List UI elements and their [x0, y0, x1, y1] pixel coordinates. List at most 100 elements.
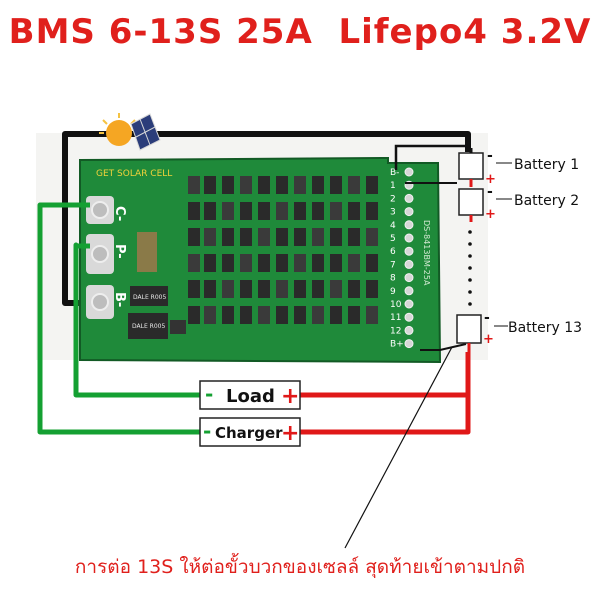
pad-label-c-minus: C-	[112, 206, 127, 221]
mosfet-chip	[276, 280, 288, 298]
battery-13-plus: +	[483, 332, 494, 347]
mosfet-chip	[348, 254, 360, 272]
mosfet-chip	[258, 228, 270, 246]
header-pin	[404, 312, 414, 322]
battery-2-label: Battery 2	[514, 193, 579, 209]
mosfet-chip	[294, 280, 306, 298]
load-connector: - Load +	[199, 380, 301, 410]
header-pin	[404, 207, 414, 217]
pad-label-b-minus: B-	[112, 292, 127, 307]
mosfet-chip	[188, 176, 200, 194]
mosfet-array	[188, 176, 378, 324]
mosfet-chip	[330, 228, 342, 246]
ellipsis-dot	[468, 278, 472, 282]
charger-label: Charger	[215, 424, 283, 442]
battery-13-minus: -	[484, 310, 490, 326]
header-pin-label: 7	[390, 260, 396, 270]
mosfet-chip	[366, 202, 378, 220]
header-pin-label: 12	[390, 326, 401, 336]
mosfet-chip	[366, 254, 378, 272]
sun-icon	[99, 113, 136, 146]
mosfet-chip	[330, 202, 342, 220]
header-pin	[404, 167, 414, 177]
header-pin	[404, 325, 414, 335]
ellipsis-dot	[468, 266, 472, 270]
header-pin-label: 3	[390, 208, 396, 218]
mosfet-chip	[276, 306, 288, 324]
mosfet-chip	[276, 254, 288, 272]
mosfet-chip	[366, 306, 378, 324]
small-chip	[170, 320, 186, 334]
pad-b-minus	[86, 285, 114, 319]
mosfet-chip	[366, 176, 378, 194]
header-pin	[404, 220, 414, 230]
mosfet-chip	[312, 254, 324, 272]
shunt-resistor-1: DALE R005	[130, 286, 168, 306]
solar-panel-icon	[130, 113, 161, 151]
mosfet-chip	[276, 202, 288, 220]
mosfet-chip	[276, 176, 288, 194]
brand-label: GET SOLAR CELL	[96, 169, 172, 179]
mosfet-chip	[294, 254, 306, 272]
ellipsis-dot	[468, 302, 472, 306]
mosfet-chip	[240, 306, 252, 324]
ellipsis-dot	[468, 242, 472, 246]
battery-1-label: Battery 1	[514, 157, 579, 173]
charger-plus-sign: +	[281, 421, 299, 446]
battery-1: - + Battery 1	[458, 148, 579, 187]
header-pin-label: 10	[390, 300, 402, 310]
ellipsis-dot	[468, 254, 472, 258]
mosfet-chip	[258, 202, 270, 220]
mosfet-chip	[222, 280, 234, 298]
annotation-pointer-line	[344, 346, 453, 549]
pad-c-minus	[86, 196, 114, 224]
pad-p-minus	[86, 234, 114, 274]
header-pin-label: 9	[390, 287, 396, 297]
mosfet-chip	[348, 306, 360, 324]
mosfet-chip	[294, 228, 306, 246]
mosfet-chip	[240, 280, 252, 298]
load-minus-sign: -	[205, 382, 213, 406]
mosfet-chip	[204, 176, 216, 194]
mosfet-chip	[258, 176, 270, 194]
header-pin-label: 8	[390, 274, 396, 284]
mosfet-chip	[240, 202, 252, 220]
mosfet-chip	[204, 254, 216, 272]
shunt-label-2: DALE R005	[132, 323, 165, 330]
header-pin-label: 4	[390, 221, 396, 231]
header-pin-label: 1	[390, 181, 396, 191]
shunt-resistor-2: DALE R005	[128, 313, 168, 339]
mosfet-chip	[188, 280, 200, 298]
mosfet-chip	[258, 280, 270, 298]
mosfet-chip	[240, 228, 252, 246]
header-pin	[404, 273, 414, 283]
mosfet-chip	[348, 280, 360, 298]
silk-text: DS-8413BM-25A	[422, 220, 431, 286]
battery-2-plus: +	[485, 207, 496, 222]
mosfet-chip	[188, 306, 200, 324]
header-pin	[404, 259, 414, 269]
header-pin-label: B+	[390, 340, 404, 350]
ellipsis-dots	[468, 230, 472, 306]
mosfet-chip	[258, 254, 270, 272]
mosfet-chip	[204, 228, 216, 246]
load-plus-sign: +	[281, 384, 299, 409]
b-minus-black-wire	[62, 131, 471, 306]
charger-negative-green-wire	[37, 202, 200, 435]
pcb-board: GET SOLAR CELL C- P- B- DALE R005 DALE R…	[79, 113, 442, 364]
mosfet-chip	[312, 228, 324, 246]
header-pin-label: 11	[390, 313, 401, 323]
battery-13-label: Battery 13	[508, 320, 582, 336]
mosfet-chip	[294, 202, 306, 220]
mosfet-chip	[312, 176, 324, 194]
battery-2-minus: -	[487, 184, 493, 200]
charger-connector: - Charger +	[199, 417, 301, 447]
mosfet-chip	[188, 228, 200, 246]
header-pin	[404, 193, 414, 203]
balance-wire-1	[394, 144, 468, 170]
battery-1-plus: +	[485, 172, 496, 187]
battery-1-minus: -	[487, 148, 493, 164]
charger-minus-sign: -	[203, 419, 211, 443]
mosfet-chip	[204, 280, 216, 298]
mosfet-chip	[348, 176, 360, 194]
